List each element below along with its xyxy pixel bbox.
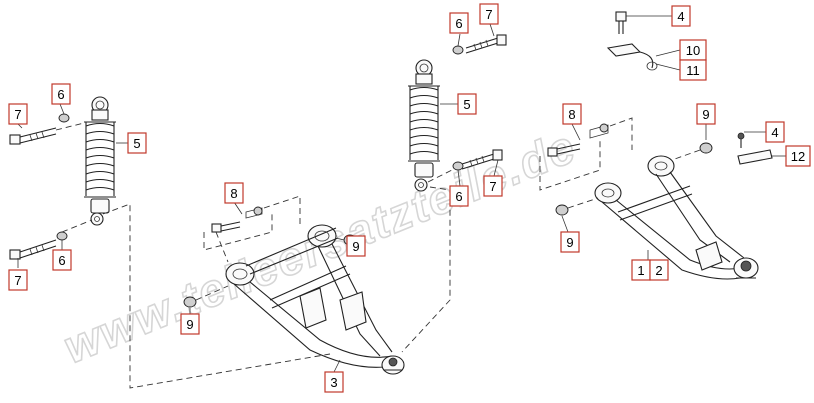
svg-text:6: 6 <box>455 16 462 31</box>
callout-5-left: 5 <box>127 132 147 154</box>
lower-control-arm <box>225 224 405 375</box>
callout-6-left-top: 6 <box>51 83 71 105</box>
nut-left-top <box>58 113 70 123</box>
bolt-lower-arm <box>211 206 263 233</box>
svg-text:11: 11 <box>686 63 700 78</box>
svg-text:6: 6 <box>58 253 65 268</box>
svg-text:7: 7 <box>489 179 496 194</box>
callout-4-top: 4 <box>671 5 691 27</box>
svg-text:6: 6 <box>455 189 462 204</box>
svg-text:9: 9 <box>186 317 193 332</box>
svg-text:10: 10 <box>686 43 700 58</box>
nut-lower-arm-front <box>183 296 197 308</box>
callout-8-center: 8 <box>224 182 244 204</box>
nut-left-bottom <box>56 231 68 241</box>
upper-control-arm <box>594 155 759 280</box>
svg-text:6: 6 <box>57 87 64 102</box>
svg-text:9: 9 <box>352 239 359 254</box>
callout-7-center-top: 7 <box>479 3 499 25</box>
svg-text:9: 9 <box>702 107 709 122</box>
svg-text:4: 4 <box>677 9 684 24</box>
bolt-center-bottom <box>461 149 503 170</box>
callout-5-center: 5 <box>457 93 477 115</box>
svg-text:1: 1 <box>637 263 644 278</box>
svg-text:8: 8 <box>568 107 575 122</box>
bolt-upper-arm <box>547 123 609 157</box>
nut-center-bottom <box>452 161 464 171</box>
svg-text:5: 5 <box>463 97 470 112</box>
callout-3: 3 <box>324 371 344 393</box>
nut-upper-arm-front <box>555 204 569 216</box>
callout-2: 2 <box>649 259 669 281</box>
nut-center-top <box>452 45 464 55</box>
svg-text:7: 7 <box>14 273 21 288</box>
callout-9-left: 9 <box>180 313 200 335</box>
shock-absorber-left <box>84 96 116 226</box>
callout-7-left-bottom: 7 <box>8 269 28 291</box>
callout-1: 1 <box>631 259 651 281</box>
callout-9-right-bottom: 9 <box>560 231 580 253</box>
callout-4-right: 4 <box>765 121 785 143</box>
svg-text:4: 4 <box>771 125 778 140</box>
svg-text:7: 7 <box>485 7 492 22</box>
screw-plate-right <box>737 132 773 165</box>
bolt-left-bottom <box>9 239 57 260</box>
callout-6-center-top: 6 <box>449 12 469 34</box>
nut-upper-arm-rear <box>699 142 713 154</box>
callout-7-center-bottom: 7 <box>483 175 503 197</box>
bracket-and-clip <box>606 43 658 71</box>
svg-text:12: 12 <box>791 149 805 164</box>
bolt-left-top <box>9 127 57 145</box>
callout-9-right-top: 9 <box>696 103 716 125</box>
svg-text:3: 3 <box>330 375 337 390</box>
shock-absorber-center <box>408 59 440 192</box>
callout-6-left-bottom: 6 <box>52 249 72 271</box>
callout-6-center-bottom: 6 <box>449 185 469 207</box>
screw-top-right <box>615 11 627 34</box>
callout-10: 10 <box>679 39 707 61</box>
callout-8-right: 8 <box>562 103 582 125</box>
callout-7-left-top: 7 <box>8 103 28 125</box>
callout-11: 11 <box>679 59 707 81</box>
svg-text:9: 9 <box>566 235 573 250</box>
svg-text:2: 2 <box>655 263 662 278</box>
svg-text:7: 7 <box>14 107 21 122</box>
bolt-center-top <box>465 34 507 54</box>
callout-12: 12 <box>785 145 811 167</box>
leader-lines <box>17 15 786 373</box>
svg-text:5: 5 <box>133 136 140 151</box>
callout-9-center: 9 <box>346 235 366 257</box>
svg-text:8: 8 <box>230 186 237 201</box>
